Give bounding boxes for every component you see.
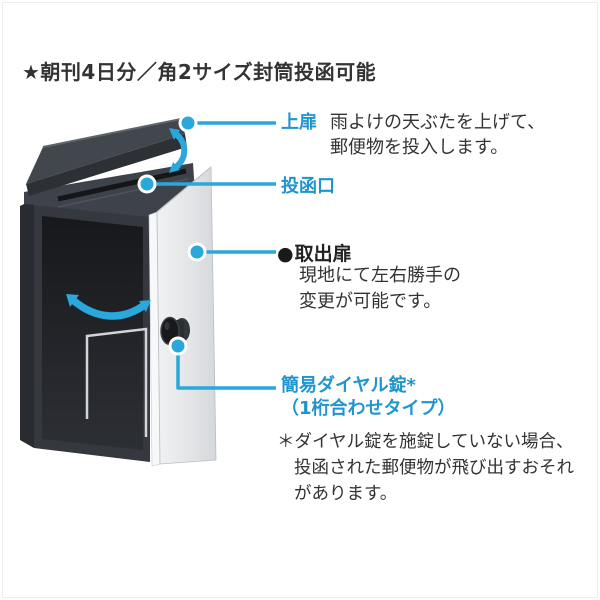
footnote: ＊ダイヤル錠を施錠していない場合、 投函された郵便物が飛び出すおそれ があります… <box>277 429 574 507</box>
callout-label-takeout-door: ●取出扉 <box>277 239 352 266</box>
top-door-description-line2: 郵便物を投入します。 <box>330 137 509 158</box>
lift-arrow-icon <box>169 128 188 173</box>
leader-lines <box>147 121 276 390</box>
mailbox-body <box>20 163 197 462</box>
footnote-line3: があります。 <box>294 484 398 504</box>
takeout-door-description-line1: 現地にて左右勝手の <box>299 265 461 286</box>
callout-dot-top-door <box>181 116 195 130</box>
takeout-door-label: 取出扉 <box>294 243 352 265</box>
top-door-description-line1: 雨よけの天ぶたを上げて、 <box>330 112 546 133</box>
callout-label-slot: 投函口 <box>281 176 335 197</box>
posting-slot <box>57 168 187 202</box>
callout-dots <box>137 113 207 356</box>
footnote-line1: ＊ダイヤル錠を施錠していない場合、 <box>277 432 574 452</box>
bullet-icon: ● <box>277 243 294 265</box>
page-title: ★朝刊4日分／角2サイズ封筒投函可能 <box>22 60 377 84</box>
top-lid <box>26 118 187 196</box>
takeout-door-description: 現地にて左右勝手の 変更が可能です。 <box>299 263 461 315</box>
takeout-door-description-line2: 変更が可能です。 <box>299 291 442 312</box>
swing-arrow-icon <box>66 294 151 320</box>
dial-lock-label-line2: （1桁合わせタイプ） <box>281 398 456 419</box>
callout-dot-dial-lock <box>171 339 185 353</box>
callout-label-top-door: 上扉 <box>281 112 317 133</box>
top-door-description: 雨よけの天ぶたを上げて、 郵便物を投入します。 <box>330 110 545 160</box>
callout-label-dial-lock: 簡易ダイヤル錠* （1桁合わせタイプ） <box>281 374 456 420</box>
leader-line-dial-lock <box>176 346 276 390</box>
footnote-line2: 投函された郵便物が飛び出すおそれ <box>294 458 574 478</box>
takeout-door <box>148 166 217 467</box>
callout-dot-takeout-door <box>190 245 204 259</box>
dial-lock-label-line1: 簡易ダイヤル錠* <box>281 375 416 396</box>
wire-holder <box>85 327 148 437</box>
callout-dot-slot <box>140 177 154 191</box>
